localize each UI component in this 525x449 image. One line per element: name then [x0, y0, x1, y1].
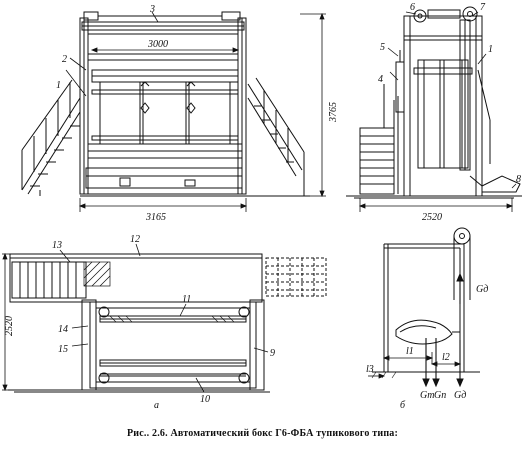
- side-dimensions: [358, 198, 514, 212]
- force-l2: l2: [442, 352, 450, 363]
- plan-dimensions: [2, 252, 10, 392]
- pulley: [453, 227, 471, 245]
- callout-7: 7: [480, 2, 486, 13]
- force-gt: Gт: [420, 390, 434, 401]
- callout-15: 15: [58, 344, 68, 355]
- callout-5: 5: [380, 42, 385, 53]
- callout-9: 9: [270, 348, 275, 359]
- floor-platform: [85, 167, 243, 189]
- force-dimensions: [368, 352, 462, 379]
- force-gp: Gп: [434, 390, 446, 401]
- dim-front-width-bottom: 3165: [145, 212, 166, 223]
- side-view: [346, 6, 522, 212]
- brush-body: [395, 319, 453, 345]
- dim-front-width-top: 3000: [147, 39, 168, 50]
- plan-dashed-stair: [265, 257, 327, 297]
- callout-8: 8: [516, 174, 521, 185]
- dim-side-width: 2520: [422, 212, 442, 223]
- force-l3: l3: [366, 364, 374, 375]
- ramp-pedal: [481, 175, 521, 193]
- side-gantry: [417, 59, 469, 169]
- force-gd-top: Gд: [476, 284, 488, 295]
- front-view: [21, 11, 326, 212]
- plan-upper-area: [9, 253, 263, 303]
- drive-roller: [413, 9, 427, 23]
- callout-10: 10: [200, 394, 210, 405]
- callout-6: 6: [410, 2, 415, 13]
- force-l1: l1: [406, 346, 414, 357]
- callout-1: 1: [56, 80, 61, 91]
- plan-wash-area: [89, 301, 257, 389]
- callout-3: 3: [149, 4, 155, 15]
- force-diagram: [368, 227, 480, 388]
- callout-2: 2: [62, 54, 67, 65]
- dim-plan-depth: 2520: [4, 316, 15, 336]
- left-stair: [21, 79, 81, 196]
- plan-hatch-left: [83, 261, 111, 287]
- callout-11: 11: [182, 294, 191, 305]
- callout-12: 12: [130, 234, 140, 245]
- view-label-a: а: [154, 400, 159, 411]
- dim-front-height: 3765: [328, 102, 339, 123]
- right-stair: [247, 77, 310, 197]
- side-stair: [359, 84, 399, 195]
- callout-4: 4: [378, 74, 383, 85]
- force-gd-bottom: Gд: [454, 390, 466, 401]
- front-dimensions: [78, 12, 326, 212]
- plan-view: [2, 243, 327, 393]
- callout-14: 14: [58, 324, 68, 335]
- figure-caption: Рис.. 2.6. Автоматический бокс Г6-ФБА ту…: [126, 428, 399, 439]
- callout-1b: 1: [488, 44, 493, 55]
- callout-13: 13: [52, 240, 62, 251]
- view-label-b: б: [400, 400, 406, 411]
